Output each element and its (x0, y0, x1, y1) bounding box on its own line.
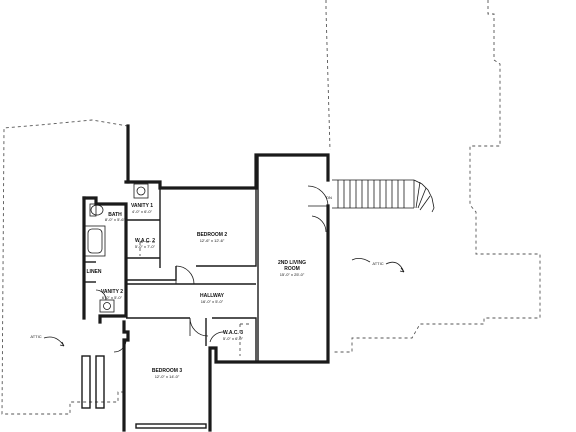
attic-outline-left (1, 119, 129, 415)
attic-arrow-right (385, 261, 405, 273)
room-name-wac3: W.A.C. 3 (223, 330, 243, 336)
room-dims-bedroom3: 12'-0" x 14'-0" (155, 374, 180, 379)
room-dims-bath: 8'-0" x 5'-6" (105, 217, 126, 222)
room-dims-wac2: 5'-0" x 7'-0" (135, 244, 156, 249)
attic-label-right: ATTIC (372, 261, 383, 266)
exterior-walls (82, 124, 330, 432)
room-dims-bedroom2: 12'-6" x 12'-6" (200, 238, 225, 243)
room-dims-hallway: 16'-0" x 5'-0" (201, 299, 224, 304)
room-name-living-line2: ROOM (284, 266, 300, 272)
interior-walls (84, 155, 259, 362)
doors (95, 185, 329, 353)
staircase (332, 179, 435, 213)
room-name-hallway: HALLWAY (200, 293, 225, 299)
attic-arrow-right-tail (351, 258, 371, 263)
room-name-vanity1: VANITY 1 (131, 203, 153, 209)
room-name-bath: BATH (108, 212, 122, 218)
room-name-bedroom3: BEDROOM 3 (152, 368, 183, 374)
attic-arrow-left (43, 336, 65, 347)
room-name-bedroom2: BEDROOM 2 (197, 232, 228, 238)
room-name-wac2: W.A.C. 2 (135, 238, 155, 244)
closet-shelves (139, 241, 252, 356)
attic-label-left: ATTIC (30, 334, 41, 339)
room-name-living: 2ND LIVING (278, 260, 306, 266)
room-dims-vanity1: 4'-0" x 6'-0" (132, 209, 153, 214)
room-name-vanity2: VANITY 2 (101, 289, 123, 295)
room-name-linen: LINEN (87, 269, 102, 275)
stair-direction-label: DN (326, 195, 332, 200)
window-strip (135, 423, 207, 429)
room-dims-wac3: 5'-0" x 6'-0" (223, 336, 244, 341)
attic-outline-right (325, 0, 541, 353)
room-dims-living: 15'-0" x 25'-0" (280, 272, 305, 277)
fixtures (81, 183, 149, 409)
room-dims-vanity2: 6'-0" x 5'-0" (102, 295, 123, 300)
